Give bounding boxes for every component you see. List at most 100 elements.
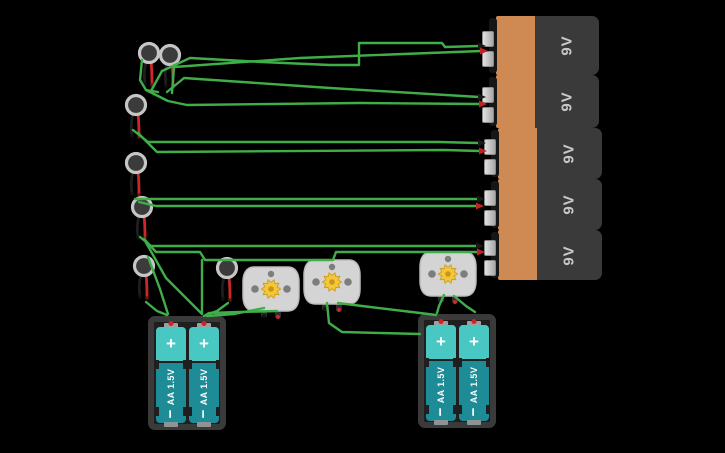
green-wire[interactable] xyxy=(205,306,266,318)
aa-battery[interactable]: + AA 1.5V − xyxy=(425,319,457,425)
motor-lead-red[interactable] xyxy=(136,171,141,195)
aa-battery-body: AA 1.5V − xyxy=(426,361,456,421)
gear-motor[interactable] xyxy=(302,257,362,315)
vibration-motor[interactable] xyxy=(121,92,151,142)
vibration-motor[interactable] xyxy=(212,255,242,305)
green-wire[interactable] xyxy=(149,41,481,93)
aa-plus-label: + xyxy=(436,332,446,351)
vibration-motor-disc[interactable] xyxy=(124,151,148,175)
battery-9v-body: 9V xyxy=(537,230,602,280)
battery-9v-positive-terminal[interactable] xyxy=(482,30,494,47)
vibration-motor-disc[interactable] xyxy=(215,256,239,280)
pack-terminal-dot[interactable] xyxy=(168,321,174,326)
terminal-tip-black[interactable] xyxy=(323,307,327,311)
motor-lead-red[interactable] xyxy=(227,276,232,300)
motor-lead-black[interactable] xyxy=(142,61,148,84)
lead-tip-black[interactable] xyxy=(221,297,225,301)
battery-9v-negative-terminal[interactable] xyxy=(484,158,496,175)
vibration-motor[interactable] xyxy=(129,253,159,303)
motor-lead-red[interactable] xyxy=(149,61,154,85)
aa-plus-label: + xyxy=(199,334,209,353)
green-wire[interactable] xyxy=(137,200,479,208)
pack-terminal-dot[interactable] xyxy=(471,319,477,324)
vibration-motor[interactable] xyxy=(121,150,151,200)
green-wire[interactable] xyxy=(144,88,482,107)
battery-9v-label: 9V xyxy=(560,143,578,164)
green-wire[interactable] xyxy=(146,255,170,316)
aa-battery[interactable]: + AA 1.5V − xyxy=(188,321,220,427)
green-wire[interactable] xyxy=(452,294,477,314)
battery-9v[interactable]: 9V xyxy=(482,75,599,128)
aa-battery-pack[interactable]: + AA 1.5V − + AA 1.5V − xyxy=(418,314,496,428)
motor-lead-black[interactable] xyxy=(163,63,169,86)
gear-motor[interactable] xyxy=(241,264,301,322)
battery-9v-body: 9V xyxy=(535,16,599,75)
motor-lead-black[interactable] xyxy=(135,215,141,238)
motor-lead-black[interactable] xyxy=(129,171,135,194)
terminal-tip-black[interactable] xyxy=(262,314,266,318)
green-wire[interactable] xyxy=(325,301,422,336)
battery-9v[interactable]: 9V xyxy=(484,179,602,230)
battery-9v-band xyxy=(498,128,537,179)
terminal-tip-red[interactable] xyxy=(337,308,341,312)
battery-9v[interactable]: 9V xyxy=(484,230,602,280)
terminal-tip-red[interactable] xyxy=(276,315,280,319)
battery-9v-negative-terminal[interactable] xyxy=(482,106,494,123)
battery-9v-positive-terminal[interactable] xyxy=(484,189,496,206)
gear-hub-icon xyxy=(268,286,274,292)
green-wire[interactable] xyxy=(142,237,204,316)
pack-terminal-dot[interactable] xyxy=(438,319,444,324)
battery-9v[interactable]: 9V xyxy=(484,128,602,179)
vibration-motor[interactable] xyxy=(134,40,164,90)
battery-9v-positive-terminal[interactable] xyxy=(482,86,494,103)
vibration-motor-disc[interactable] xyxy=(137,41,161,65)
green-wire[interactable] xyxy=(336,301,438,317)
lead-tip-black[interactable] xyxy=(130,192,134,196)
aa-minus-label: − xyxy=(195,409,212,419)
green-wire[interactable] xyxy=(136,131,482,154)
lead-tip-red[interactable] xyxy=(228,298,232,302)
motor-lead-red[interactable] xyxy=(144,274,149,298)
screw-hole-icon xyxy=(267,270,275,278)
aa-battery-pack[interactable]: + AA 1.5V − + AA 1.5V − xyxy=(148,316,226,430)
pack-terminal-dot[interactable] xyxy=(201,321,207,326)
green-wire[interactable] xyxy=(202,309,279,318)
motor-lead-black[interactable] xyxy=(129,113,135,136)
lead-tip-black[interactable] xyxy=(164,84,168,88)
motor-lead-black[interactable] xyxy=(220,276,226,299)
green-wire[interactable] xyxy=(131,128,481,145)
green-wire[interactable] xyxy=(138,235,479,248)
green-wire[interactable] xyxy=(142,237,480,262)
battery-9v-negative-terminal[interactable] xyxy=(484,260,496,276)
battery-9v-positive-terminal[interactable] xyxy=(484,240,496,256)
battery-9v-label: 9V xyxy=(558,35,576,56)
aa-battery[interactable]: + AA 1.5V − xyxy=(458,319,490,425)
green-wire[interactable] xyxy=(144,300,169,317)
vibration-motor-disc[interactable] xyxy=(130,195,154,219)
gear-motor[interactable] xyxy=(418,249,478,307)
battery-9v-band xyxy=(498,179,537,230)
lead-tip-red[interactable] xyxy=(145,296,149,300)
green-wire[interactable] xyxy=(435,293,446,315)
lead-tip-black[interactable] xyxy=(138,295,142,299)
lead-tip-black[interactable] xyxy=(130,134,134,138)
battery-9v-negative-terminal[interactable] xyxy=(482,50,494,67)
battery-9v[interactable]: 9V xyxy=(482,16,599,75)
terminal-tip-red[interactable] xyxy=(453,300,457,304)
vibration-motor-disc[interactable] xyxy=(124,93,148,117)
vibration-motor-disc[interactable] xyxy=(158,43,182,67)
battery-clip xyxy=(164,323,178,329)
battery-clip xyxy=(434,321,448,327)
green-wire[interactable] xyxy=(138,58,160,94)
green-wire[interactable] xyxy=(165,76,481,99)
lead-tip-red[interactable] xyxy=(137,193,141,197)
vibration-motor[interactable] xyxy=(127,194,157,244)
motor-lead-red[interactable] xyxy=(142,215,147,239)
battery-9v-positive-terminal[interactable] xyxy=(484,138,496,155)
motor-lead-black[interactable] xyxy=(137,274,143,297)
aa-battery[interactable]: + AA 1.5V − xyxy=(155,321,187,427)
battery-clip xyxy=(467,321,481,327)
battery-9v-negative-terminal[interactable] xyxy=(484,209,496,226)
battery-9v-body: 9V xyxy=(537,128,602,179)
green-wire[interactable] xyxy=(170,49,483,95)
